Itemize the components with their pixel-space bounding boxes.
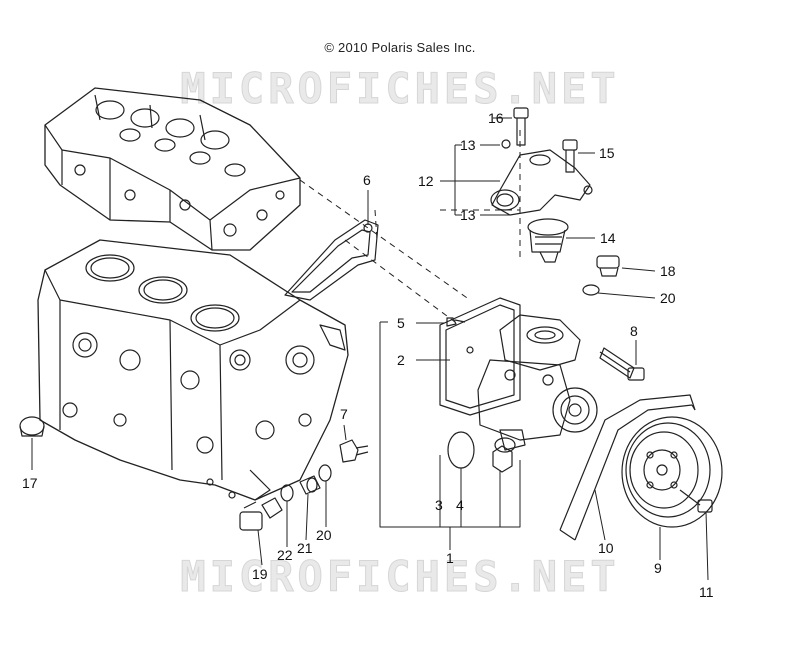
leader-lines [31, 117, 709, 581]
callout-6: 6 [363, 172, 371, 188]
gasket-6 [284, 219, 379, 301]
o-ring-4 [447, 431, 475, 469]
thermostat-housing [490, 149, 593, 216]
watermark-top: MICROFICHES.NET [180, 64, 620, 114]
callout-1: 1 [446, 550, 454, 566]
callout-18: 18 [660, 263, 676, 279]
callout-12: 12 [418, 173, 434, 189]
callout-20-upper: 20 [660, 290, 676, 306]
washer-20-upper [582, 284, 600, 296]
bolt-11 [679, 489, 713, 513]
bolt-15 [562, 139, 578, 173]
drive-belt [559, 394, 696, 541]
callout-7: 7 [340, 406, 348, 422]
callout-19: 19 [252, 566, 268, 582]
callout-14: 14 [600, 230, 616, 246]
callout-16: 16 [488, 110, 504, 126]
callout-13-upper: 13 [460, 137, 476, 153]
drain-plug-18 [596, 255, 620, 277]
callout-10: 10 [598, 540, 614, 556]
pulley [621, 416, 723, 528]
bolt-5 [446, 317, 466, 327]
callout-22: 22 [277, 547, 293, 563]
water-pump [439, 297, 598, 453]
assembly-lines [299, 130, 521, 323]
bolt-8 [599, 347, 645, 381]
watermark-bottom: MICROFICHES.NET [180, 552, 620, 602]
sensor-7 [339, 439, 369, 463]
washer-20-lower [318, 464, 332, 482]
thermostat [527, 218, 569, 263]
callout-5: 5 [397, 315, 405, 331]
callout-13-lower: 13 [460, 207, 476, 223]
callout-4: 4 [456, 497, 464, 513]
temp-sender-19 [239, 497, 283, 531]
cylinder-head [44, 87, 301, 251]
callout-17: 17 [22, 475, 38, 491]
callout-21: 21 [297, 540, 313, 556]
gasket-3 [492, 445, 513, 473]
callout-9: 9 [654, 560, 662, 576]
callout-3: 3 [435, 497, 443, 513]
callout-20-lower: 20 [316, 527, 332, 543]
copyright-notice: © 2010 Polaris Sales Inc. [324, 40, 476, 55]
bolt-16 [513, 107, 529, 146]
callout-8: 8 [630, 323, 638, 339]
washer-22 [280, 484, 294, 502]
callout-11: 11 [699, 584, 714, 600]
sensor-21 [299, 475, 321, 495]
callout-2: 2 [397, 352, 405, 368]
engine-block [37, 239, 349, 501]
drain-plug-17 [19, 416, 45, 437]
stud-13 [501, 139, 511, 149]
callout-15: 15 [599, 145, 615, 161]
